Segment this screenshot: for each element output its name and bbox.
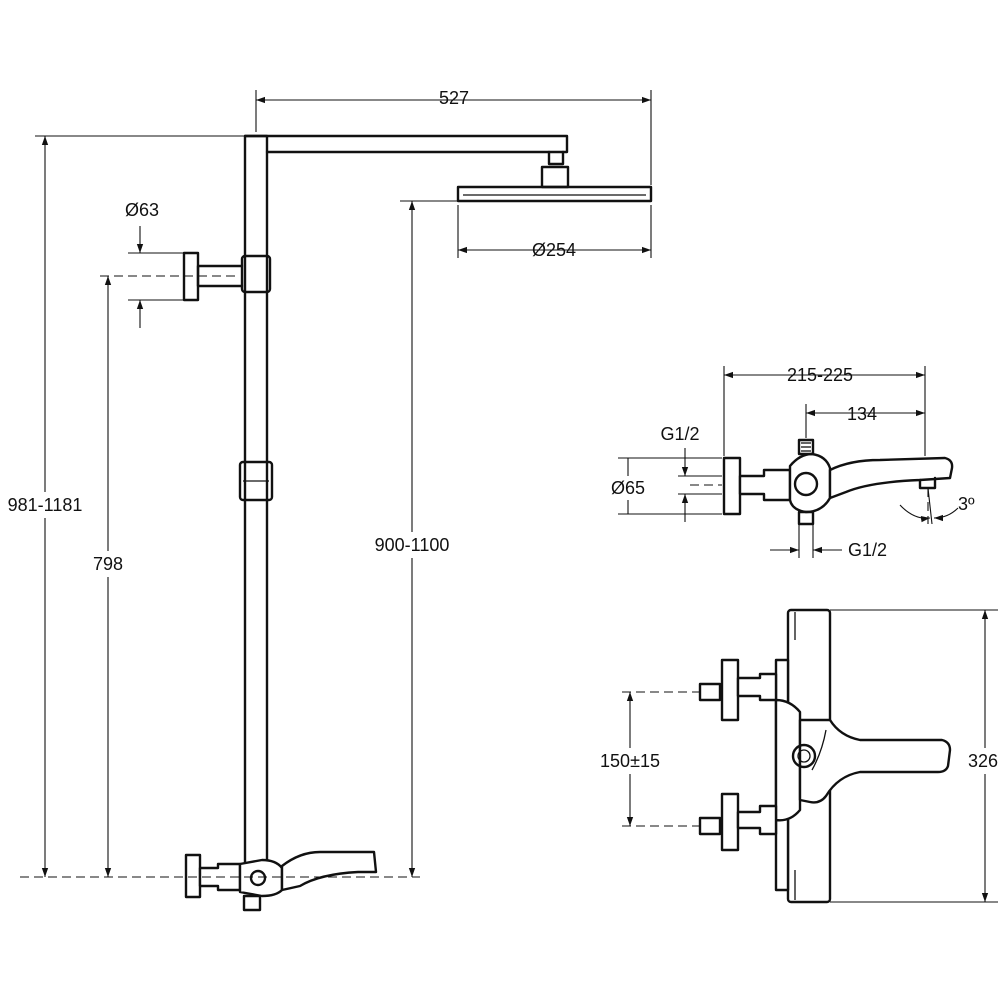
side-wall-flange <box>722 456 742 516</box>
bracket-slider <box>240 254 272 294</box>
bath-spout <box>280 850 378 892</box>
side-spout <box>828 456 954 500</box>
bracket-height-label: 798 <box>93 554 123 574</box>
top-spout <box>798 718 952 804</box>
wall-plate-diameter-label: Ø63 <box>125 200 159 220</box>
arm-connector <box>547 150 565 166</box>
head-height-label: 900-1100 <box>375 535 450 555</box>
spout-angle-label: 3º <box>958 494 975 514</box>
shower-column-front-view <box>182 134 653 912</box>
spout-angle-arc <box>899 504 931 523</box>
mixer-side-dimensions: 215-225 134 G1/2 Ø65 3º G1/2 <box>611 365 975 560</box>
inlet-spacing-label: 150±15 <box>600 751 660 771</box>
top-diverter <box>791 743 817 769</box>
mixer-top-view <box>698 608 952 904</box>
lower-inlet-flange <box>720 792 740 852</box>
diverter-knob <box>249 869 267 887</box>
shower-arm <box>243 134 569 154</box>
spout-contour <box>811 729 827 771</box>
spout-length-label: 134 <box>847 404 877 424</box>
head-nut <box>540 165 570 189</box>
mixer-height-label: 326 <box>968 751 998 771</box>
mixer-side-view <box>722 438 954 526</box>
riser-coupling <box>238 460 274 502</box>
inlet-thread-label: G1/2 <box>660 424 699 444</box>
flange-diameter-label: Ø65 <box>611 478 645 498</box>
upper-inlet-connector <box>736 672 778 702</box>
mixer-body <box>238 858 284 898</box>
upper-inlet-thread <box>698 682 722 702</box>
lower-inlet-connector <box>736 804 778 836</box>
arm-length-label: 527 <box>439 88 469 108</box>
body-center <box>774 698 802 822</box>
mixer-bottom-outlet <box>242 894 262 912</box>
outlet-thread-label: G1/2 <box>848 540 887 560</box>
side-diverter <box>793 471 819 497</box>
mixer-width-label: 215-225 <box>787 365 853 385</box>
head-diameter-label: Ø254 <box>532 240 576 260</box>
side-connector <box>738 468 792 502</box>
rain-shower-head <box>456 185 653 203</box>
side-bottom-outlet <box>797 510 815 526</box>
side-top-outlet <box>797 438 815 456</box>
lower-inlet-thread <box>698 816 722 836</box>
mixer-top-dimensions: 150±15 326 <box>590 609 1000 903</box>
shower-column-dimensions: 527 Ø254 Ø63 981-1181 798 900-1100 <box>2 88 652 878</box>
mixer-wall-flange <box>184 853 202 899</box>
upper-inlet-flange <box>720 658 740 722</box>
total-height-label: 981-1181 <box>8 495 83 515</box>
